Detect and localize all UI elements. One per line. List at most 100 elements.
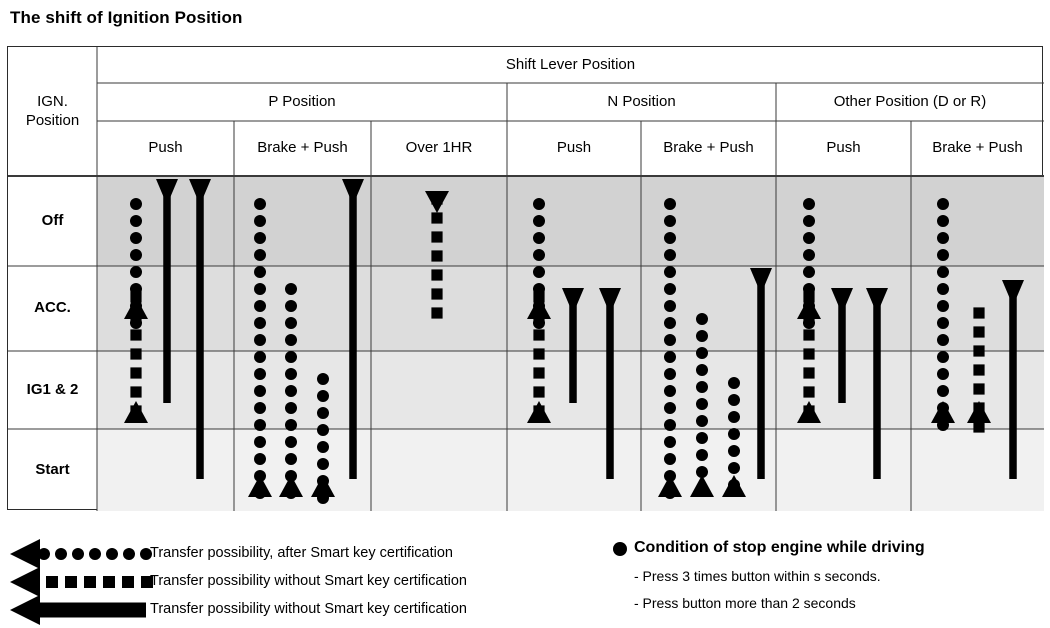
arrow-dot (937, 300, 949, 312)
arrow-dot (533, 198, 545, 210)
arrow-dot (130, 198, 142, 210)
arrow-dot (533, 249, 545, 261)
matrix-grid (8, 47, 1044, 511)
arrow-n-brake-push-dotted-13 (658, 198, 682, 499)
legend-dot (140, 548, 152, 560)
arrow-dot (664, 232, 676, 244)
arrow-dot (130, 232, 142, 244)
legend-dot (72, 548, 84, 560)
arrow-dot (937, 198, 949, 210)
arrow-dot (664, 215, 676, 227)
arrow-dash (533, 329, 545, 341)
arrow-dot (130, 249, 142, 261)
legend: Transfer possibility, after Smart key ce… (0, 512, 1050, 628)
legend-dot (89, 548, 101, 560)
note-line-0: - Press 3 times button within s seconds. (634, 568, 881, 584)
arrow-dot (803, 249, 815, 261)
arrow-dot (254, 232, 266, 244)
arrow-head (931, 401, 955, 423)
page-title: The shift of Ignition Position (10, 8, 243, 27)
arrow-dot (937, 385, 949, 397)
arrow-dot (937, 334, 949, 346)
arrow-dot (317, 390, 329, 402)
arrow-dot (254, 283, 266, 295)
arrow-dot (728, 377, 740, 389)
arrow-dot (254, 215, 266, 227)
note-bullet-icon (613, 542, 627, 556)
legend-dash (84, 576, 96, 588)
arrow-dash (431, 307, 443, 319)
arrow-dash (431, 250, 443, 262)
legend-dot (38, 548, 50, 560)
legend-arrowhead-dotted (10, 539, 40, 569)
note-title: Condition of stop engine while driving (634, 539, 925, 556)
arrow-dash (130, 367, 142, 379)
arrow-head (797, 401, 821, 423)
arrow-dot (696, 466, 708, 478)
arrow-head (599, 288, 621, 314)
arrow-dot (664, 419, 676, 431)
arrow-head (248, 475, 272, 497)
arrow-dot (728, 445, 740, 457)
arrow-dot (937, 368, 949, 380)
arrow-dot (696, 449, 708, 461)
arrow-shaft (606, 288, 614, 479)
arrow-dot (533, 266, 545, 278)
arrow-head (797, 297, 821, 319)
arrow-head (866, 288, 888, 314)
arrow-dot (664, 385, 676, 397)
arrow-dot (285, 317, 297, 329)
arrow-dot (728, 462, 740, 474)
arrow-o-brake-push-dotted-21 (931, 198, 955, 431)
arrow-o-brake-push-dashed-22 (967, 307, 991, 433)
arrow-dot (317, 407, 329, 419)
arrow-dot (285, 436, 297, 448)
arrow-dot (696, 398, 708, 410)
arrow-p-push-solid-2 (156, 179, 178, 403)
arrow-dot (803, 266, 815, 278)
arrow-dot (664, 198, 676, 210)
arrow-dot (285, 402, 297, 414)
legend-arrowhead-dashed (10, 567, 40, 597)
arrow-dot (937, 351, 949, 363)
arrow-n-push-solid-12 (599, 288, 621, 479)
arrow-dot (696, 415, 708, 427)
arrow-shaft (757, 268, 765, 479)
arrow-n-brake-push-solid-16 (750, 268, 772, 479)
arrow-head (342, 179, 364, 205)
arrow-dash (431, 288, 443, 300)
legend-markers (10, 539, 627, 625)
arrow-o-push-solid-20 (866, 288, 888, 479)
arrow-dash (431, 231, 443, 243)
arrow-dot (664, 368, 676, 380)
arrow-n-brake-push-dotted-15 (722, 377, 746, 497)
arrow-p-brake-push-dotted-6 (311, 373, 335, 504)
arrow-dash (431, 269, 443, 281)
arrow-dash (973, 383, 985, 395)
arrow-head (658, 475, 682, 497)
arrow-p-over-1hr-dashed-8 (425, 191, 449, 319)
arrow-head (562, 288, 584, 314)
arrow-dash (130, 291, 142, 303)
arrow-dot (664, 283, 676, 295)
note-line-1: - Press button more than 2 seconds (634, 595, 856, 611)
arrow-dash (431, 212, 443, 224)
arrow-shaft (1009, 280, 1017, 479)
arrow-dot (664, 453, 676, 465)
arrow-dash (803, 329, 815, 341)
arrow-dot (285, 419, 297, 431)
arrow-dot (533, 215, 545, 227)
arrow-n-push-solid-11 (562, 288, 584, 403)
arrow-dot (937, 232, 949, 244)
arrow-dot (285, 453, 297, 465)
arrow-dash (803, 291, 815, 303)
legend-dash (122, 576, 134, 588)
arrow-shaft (196, 179, 204, 479)
arrow-dot (254, 368, 266, 380)
legend-dot (106, 548, 118, 560)
arrow-dot (664, 317, 676, 329)
arrow-dot (696, 330, 708, 342)
arrow-dash (973, 364, 985, 376)
arrow-dot (254, 249, 266, 261)
arrow-head (311, 475, 335, 497)
